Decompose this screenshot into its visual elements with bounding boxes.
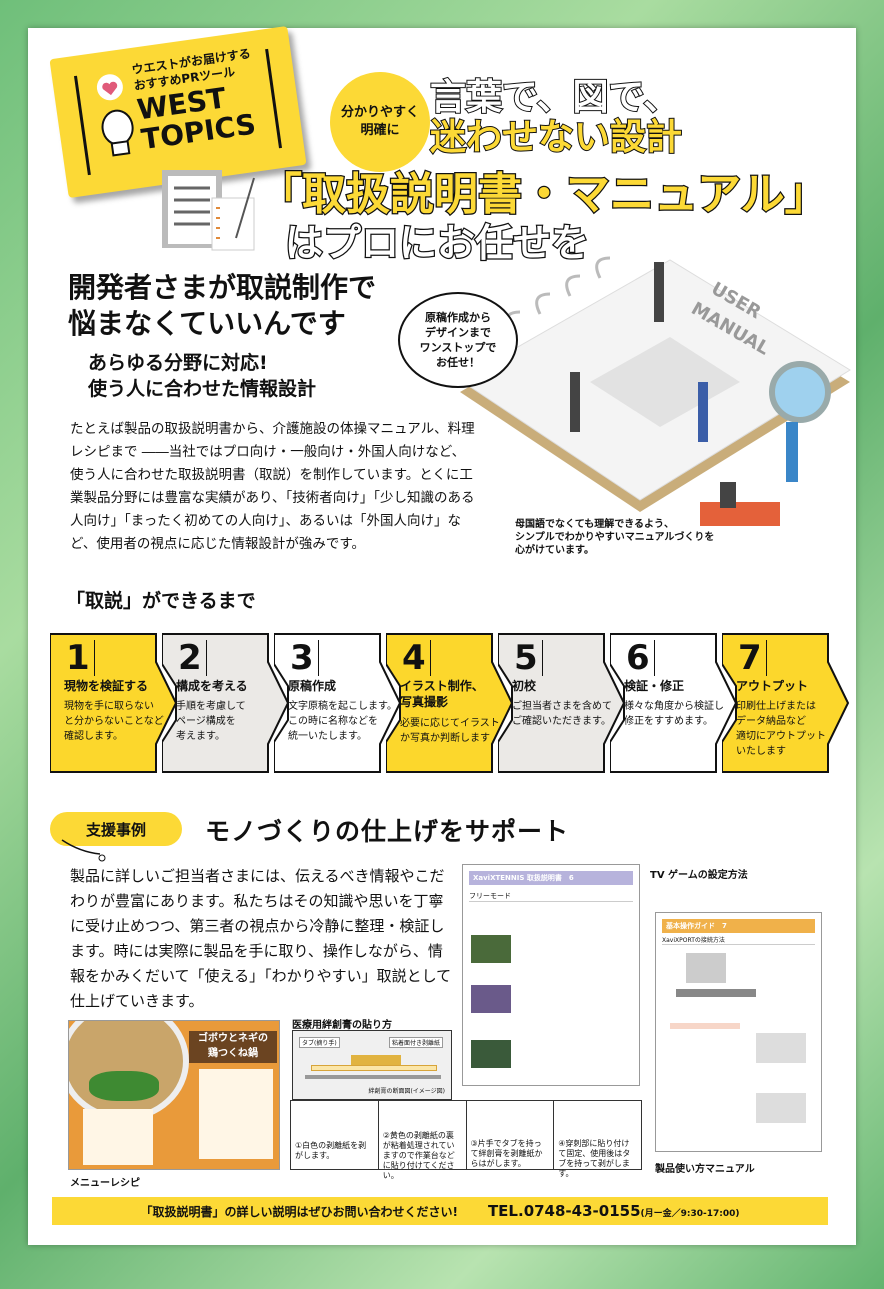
intro-body: たとえば製品の取扱説明書から、介護施設の体操マニュアル、料理レシピまで ――当社… (70, 421, 475, 552)
support-body: 製品に詳しいご担当者さまには、伝えるべき情報やこだわりが豊富にあります。私たちは… (70, 867, 452, 1010)
process-step-5: 5 初校ご担当者さまを含めてご確認いただきます。 (498, 630, 630, 776)
tv-title: TV ゲームの設定方法 (650, 870, 748, 881)
process-step-7: 7 アウトプット印刷仕上げまたはデータ納品など適切にアウトプットいたします (722, 630, 854, 776)
process-title: 「取説」ができるまで (66, 590, 256, 612)
contact-message: 「取扱説明書」の詳しい説明はぜひお問い合わせください! (140, 1204, 458, 1219)
headline-line1: 言葉で、図で、 (429, 76, 680, 119)
divider (265, 48, 283, 149)
pill-pointer-icon (61, 839, 106, 862)
step-description: 文字原稿を起こします。この時に名称などを統一いたします。 (288, 701, 397, 742)
step-description: 必要に応じてイラストか写真か判断します (400, 718, 500, 744)
step-chevron (498, 633, 626, 773)
headline-line2: 迷わせない設計 (429, 116, 683, 159)
tv-caption: 製品使い方マニュアル (655, 1164, 755, 1175)
step-description: 現物を手に取らないと分からないことなど確認します。 (64, 701, 164, 742)
step-chevron (162, 633, 290, 773)
tennis-section: フリーモード (469, 891, 633, 902)
bandage-step: ①白色の剥離紙を剥がします。 (291, 1101, 379, 1169)
contact-footer: 「取扱説明書」の詳しい説明はぜひお問い合わせください! TEL.0748-43-… (52, 1197, 828, 1225)
step-chevron (274, 633, 402, 773)
divider (73, 75, 91, 176)
bandage-step: ③片手でタブを持って絆創膏を剥離紙からはがします。 (467, 1101, 555, 1169)
lightbulb-heart-icon (96, 74, 134, 157)
step-chevron (722, 633, 850, 773)
support-pill: 支援事例 (50, 812, 182, 846)
tab-label: タブ(摘り手) (299, 1037, 340, 1048)
step-number: 3 (290, 640, 319, 676)
step-title: アウトプット (736, 679, 809, 693)
phone-number[interactable]: TEL.0748-43-0155(月ー金／9:30-17:00) (487, 1202, 740, 1220)
step-chevron (50, 633, 178, 773)
step-title: 初校 (512, 679, 537, 693)
bandage-steps: ①白色の剥離紙を剥がします。 ②黄色の剥離紙の裏が粘着処理されていますので作業台… (290, 1100, 642, 1180)
step-number: 5 (514, 640, 543, 676)
tv-header: 基本操作ガイド 7 (662, 919, 815, 933)
illustration-caption: 母国語でなくても理解できるよう、シンプルでわかりやすいマニュアルづくりを心がけて… (515, 519, 715, 556)
tennis-header: XaviXTENNIS 取扱説明書 6 (469, 871, 633, 885)
tennis-manual-sample: XaviXTENNIS 取扱説明書 6 フリーモード (462, 864, 640, 1086)
step-description: 手順を考慮してページ構成を考えます。 (176, 701, 246, 742)
process-step-2: 2 構成を考える手順を考慮してページ構成を考えます。 (162, 630, 294, 776)
user-manual-illustration: USER MANUAL (459, 256, 851, 526)
step-description: ご担当者さまを含めてご確認いただきます。 (512, 701, 612, 727)
bandage-diagram: タブ(摘り手) 粘着面付き剥離紙 絆創膏の断面図(イメージ図) (292, 1030, 452, 1100)
recipe-caption: メニューレシピ (70, 1178, 140, 1189)
step-number: 2 (178, 640, 207, 676)
intro-heading: 開発者さまが取説制作で悩まなくていいんです (68, 271, 377, 340)
clarity-badge: 分かりやすく明確に (330, 72, 430, 172)
recipe-sample-image: ゴボウとネギの鶏つくね鍋 (68, 1020, 280, 1170)
tv-manual-sample: 基本操作ガイド 7 XaviXPORTの接続方法 (655, 912, 822, 1152)
headline-manual: 「取扱説明書・マニュアル」 (257, 168, 830, 222)
step-number: 1 (66, 640, 95, 676)
step-number: 7 (738, 640, 767, 676)
checklist-clipboard-icon (162, 170, 255, 251)
step-description: 印刷仕上げまたはデータ納品など適切にアウトプットいたします (736, 701, 826, 757)
step-number: 4 (402, 640, 431, 676)
recipe-title: ゴボウとネギの鶏つくね鍋 (189, 1031, 277, 1063)
process-step-6: 6 検証・修正様々な角度から検証し修正をすすめます。 (610, 630, 742, 776)
sheet-label: 粘着面付き剥離紙 (389, 1037, 444, 1048)
step-description: 様々な角度から検証し修正をすすめます。 (624, 701, 724, 727)
step-title: 構成を考える (176, 679, 248, 693)
bandage-step: ②黄色の剥離紙の裏が粘着処理されていますので作業台などに貼り付けてください。 (379, 1101, 467, 1180)
tv-sub: XaviXPORTの接続方法 (662, 935, 815, 945)
step-number: 6 (626, 640, 655, 676)
bandage-title: 医療用絆創膏の貼り方 (292, 1020, 392, 1031)
process-step-3: 3 原稿作成文字原稿を起こします。この時に名称などを統一いたします。 (274, 630, 406, 776)
step-title: 検証・修正 (624, 679, 685, 693)
bandage-step: ④穿刺部に貼り付けて固定、使用後はタブを持って剥がします。 (558, 1139, 631, 1178)
process-step-1: 1 現物を検証する現物を手に取らないと分からないことなど確認します。 (50, 630, 182, 776)
diagram-label: 絆創膏の断面図(イメージ図) (368, 1088, 445, 1095)
process-steps: 1 現物を検証する現物を手に取らないと分からないことなど確認します。 2 構成を考える… (50, 630, 850, 776)
headline-line4: はプロにお任せを (284, 220, 591, 267)
intro-subheading: あらゆる分野に対応!使う人に合わせた情報設計 (88, 352, 317, 400)
speech-bubble: 原稿作成からデザインまでワンストップでお任せ！ (398, 292, 518, 388)
step-title: イラスト制作、写真撮影 (400, 679, 484, 709)
step-title: 原稿作成 (288, 679, 337, 693)
step-chevron (386, 633, 514, 773)
step-title: 現物を検証する (64, 679, 149, 693)
support-title: モノづくりの仕上げをサポート (205, 817, 570, 846)
step-chevron (610, 633, 738, 773)
